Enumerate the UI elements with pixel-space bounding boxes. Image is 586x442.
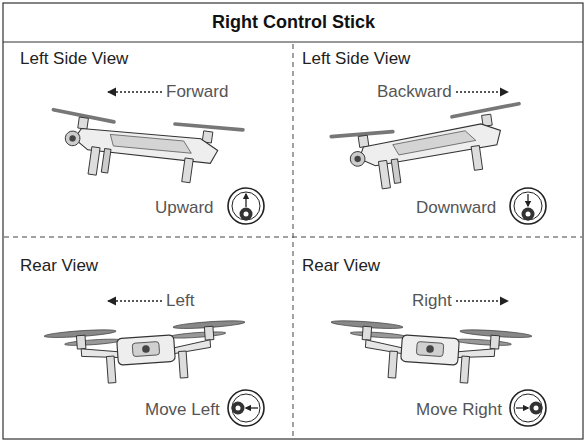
stick-icon	[228, 390, 264, 426]
view-label: Left Side View	[302, 50, 410, 67]
direction-arrow	[456, 300, 508, 301]
diagram-title: Right Control Stick	[212, 13, 375, 31]
title-rule	[3, 42, 583, 43]
stick-label: Move Right	[416, 401, 502, 418]
direction-label: Forward	[166, 83, 228, 100]
direction-label: Backward	[377, 83, 452, 100]
frame	[3, 3, 583, 439]
stick-label: Upward	[155, 199, 214, 216]
direction-arrow	[108, 91, 162, 92]
drone-side-view	[330, 104, 528, 195]
drone-side-view	[45, 103, 243, 194]
divider	[293, 44, 294, 438]
stick-label: Downward	[416, 199, 496, 216]
direction-arrow	[456, 91, 508, 92]
drone-rear-view	[44, 319, 249, 387]
view-label: Rear View	[302, 257, 380, 274]
divider	[4, 237, 582, 238]
stick-icon	[228, 188, 264, 224]
stick-label: Move Left	[145, 401, 220, 418]
direction-arrow	[108, 300, 162, 301]
stick-icon	[510, 188, 546, 224]
drone-rear-view	[327, 319, 532, 387]
stick-icon	[510, 390, 546, 426]
direction-label: Left	[166, 292, 194, 309]
view-label: Left Side View	[20, 50, 128, 67]
view-label: Rear View	[20, 257, 98, 274]
direction-label: Right	[412, 292, 452, 309]
